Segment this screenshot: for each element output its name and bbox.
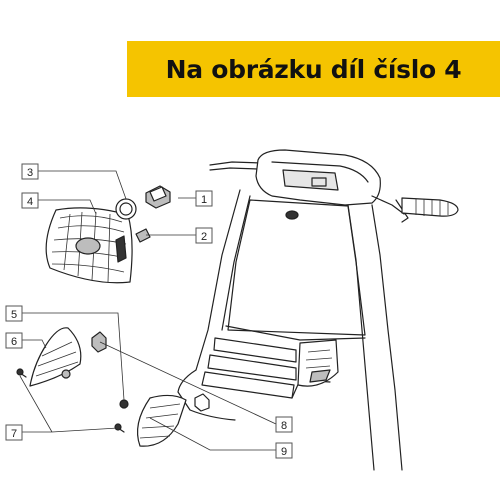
hardware-parts — [16, 331, 210, 433]
svg-text:6: 6 — [11, 336, 17, 348]
callout-5: 5 — [5, 305, 23, 322]
callout-1: 1 — [195, 190, 213, 207]
scooter-front — [177, 149, 459, 471]
bulb-part — [145, 185, 171, 209]
svg-text:8: 8 — [281, 420, 287, 432]
title-banner: Na obrázku díl číslo 4 — [127, 41, 500, 97]
svg-text:5: 5 — [11, 309, 17, 321]
svg-text:7: 7 — [11, 428, 17, 440]
callout-8: 8 — [275, 416, 293, 433]
callout-9: 9 — [275, 442, 293, 459]
bulb-socket-part — [115, 198, 137, 220]
banner-title: Na obrázku díl číslo 4 — [165, 54, 462, 84]
right-indicator-part — [137, 394, 187, 447]
leader-lines — [19, 170, 277, 451]
left-indicator-part — [29, 327, 82, 387]
svg-text:2: 2 — [201, 231, 207, 243]
headlight-part — [45, 207, 133, 284]
small-bulb-part — [135, 228, 151, 243]
callout-2: 2 — [195, 227, 213, 244]
svg-text:1: 1 — [201, 194, 207, 206]
callout-6: 6 — [5, 332, 23, 349]
callout-4: 4 — [21, 192, 39, 209]
svg-text:9: 9 — [281, 446, 287, 458]
callout-3: 3 — [21, 163, 39, 180]
svg-text:4: 4 — [27, 196, 33, 208]
svg-text:3: 3 — [27, 167, 33, 179]
callout-7: 7 — [5, 424, 23, 441]
